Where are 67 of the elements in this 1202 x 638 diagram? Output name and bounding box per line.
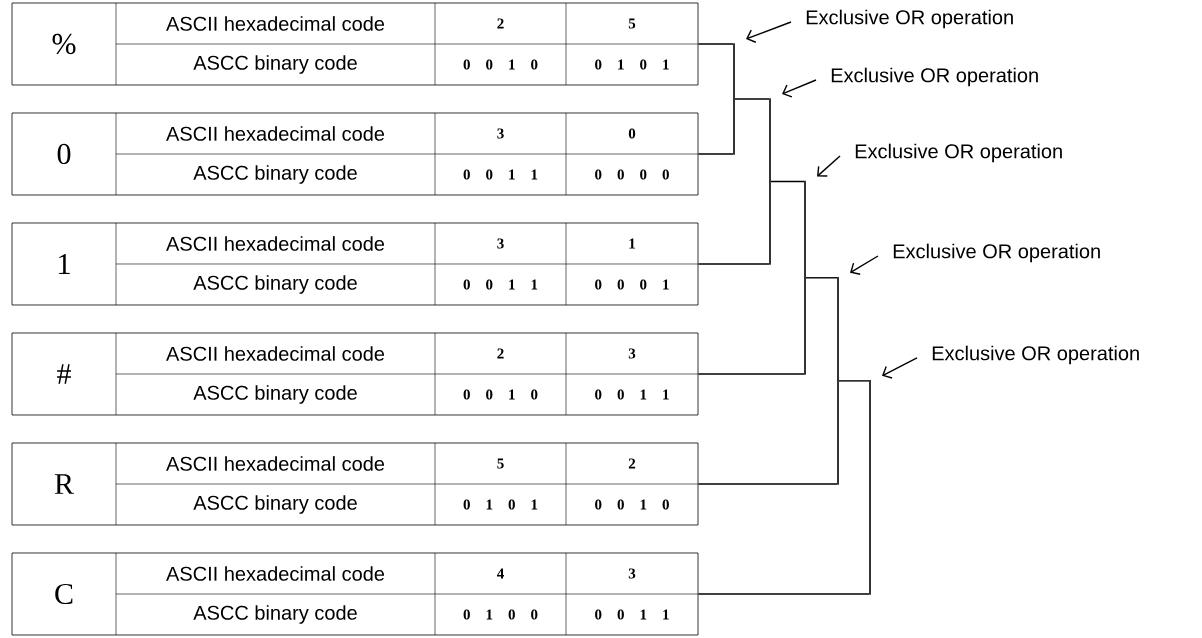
row-header: ASCC binary code	[193, 165, 357, 184]
row-header: ASCII hexadecimal code	[166, 126, 385, 141]
row-header: ASCC binary code	[193, 385, 357, 404]
bracket-line	[837, 277, 839, 485]
binary-digits: 0 0 1 0	[463, 389, 538, 400]
row-header: ASCC binary code	[193, 495, 357, 514]
character-label: 0	[57, 143, 71, 165]
operation-label: Exclusive OR operation	[831, 67, 1038, 87]
binary-digits: 0 0 1 0	[463, 59, 538, 70]
hex-digit: 5	[497, 458, 504, 469]
bracket-line	[733, 43, 735, 155]
character-label: %	[52, 33, 76, 55]
hex-digit: 2	[497, 18, 504, 29]
character-label: #	[57, 364, 71, 384]
operation-label: Exclusive OR operation	[893, 243, 1100, 263]
binary-digits: 0 1 0 0	[463, 609, 538, 620]
row-header: ASCII hexadecimal code	[166, 236, 385, 251]
character-label: R	[54, 474, 74, 494]
row-header: ASCC binary code	[193, 605, 357, 624]
binary-digits: 0 0 0 0	[595, 169, 669, 180]
operation-label: Exclusive OR operation	[855, 143, 1062, 163]
connector-line	[697, 483, 838, 485]
bracket-line	[804, 180, 806, 375]
hex-digit: 1	[629, 238, 635, 249]
hex-digit: 3	[497, 238, 504, 249]
connector-line	[697, 373, 805, 375]
operation-label: Exclusive OR operation	[932, 345, 1139, 365]
connector-line	[697, 43, 734, 45]
row-header: ASCC binary code	[193, 275, 357, 294]
arrow	[746, 21, 792, 43]
bracket-line	[769, 98, 771, 265]
operation-label: Exclusive OR operation	[806, 9, 1013, 29]
hex-digit: 0	[628, 128, 636, 139]
bracket-line	[869, 380, 871, 595]
row-header: ASCII hexadecimal code	[166, 456, 385, 471]
arrow	[817, 155, 841, 177]
binary-digits: 0 1 0 1	[463, 499, 538, 510]
arrow	[850, 255, 879, 275]
binary-digits: 0 1 0 1	[595, 59, 669, 70]
arrow	[782, 79, 817, 98]
connector-line	[697, 153, 734, 155]
hex-digit: 4	[496, 568, 504, 579]
binary-digits: 0 0 1 1	[463, 169, 538, 180]
row-header: ASCII hexadecimal code	[166, 346, 385, 361]
hex-digit: 3	[628, 348, 636, 359]
binary-digits: 0 0 1 0	[595, 499, 669, 510]
connector-line	[770, 180, 805, 183]
binary-digits: 0 0 1 1	[463, 279, 538, 290]
hex-digit: 5	[628, 18, 636, 29]
binary-digits: 0 0 0 1	[595, 279, 669, 290]
binary-digits: 0 0 1 1	[595, 389, 669, 400]
row-header: ASCC binary code	[193, 55, 357, 74]
arrow	[882, 357, 918, 379]
row-header: ASCII hexadecimal code	[166, 16, 385, 31]
hex-digit: 3	[497, 128, 504, 139]
hex-digit: 2	[497, 348, 504, 359]
hex-digit: 3	[628, 568, 636, 579]
character-label: 1	[59, 254, 70, 274]
binary-digits: 0 0 1 1	[595, 609, 669, 620]
connector-line	[697, 263, 770, 265]
connector-line	[734, 98, 770, 100]
connector-line	[697, 593, 870, 595]
hex-digit: 2	[628, 458, 636, 469]
connector-line	[838, 380, 870, 382]
connector-line	[805, 277, 838, 279]
row-header: ASCII hexadecimal code	[166, 566, 385, 581]
character-label: C	[55, 583, 73, 605]
